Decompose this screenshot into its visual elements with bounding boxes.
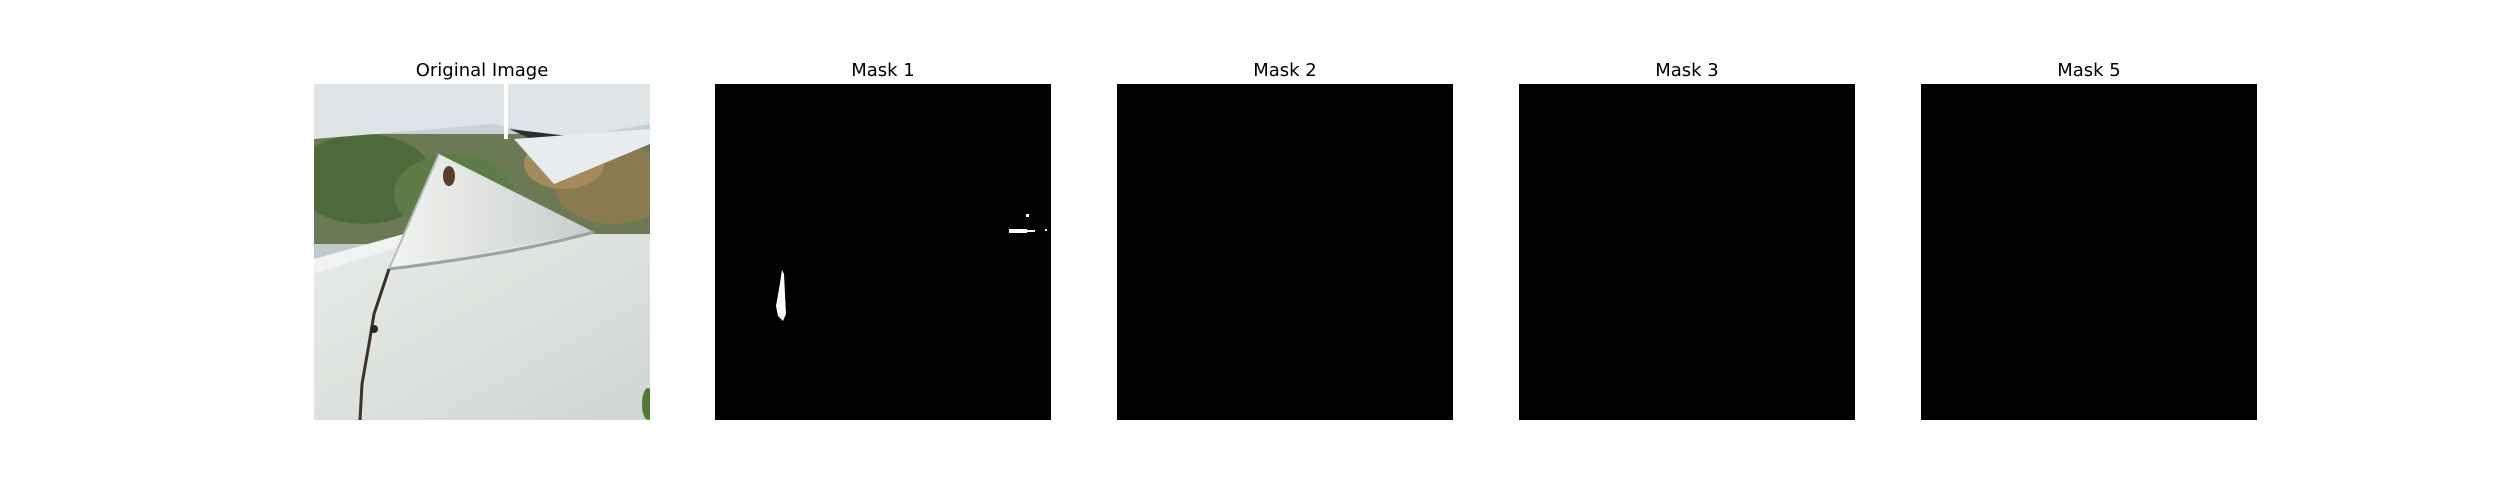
panel-original-image: Original Image	[314, 0, 650, 500]
panel-title: Mask 3	[1655, 60, 1719, 81]
panel-mask-5: Mask 5	[1921, 0, 2257, 500]
mask-1-image	[715, 84, 1051, 420]
original-image	[314, 84, 650, 420]
panel-title: Mask 5	[2057, 60, 2121, 81]
panel-title: Mask 1	[851, 60, 915, 81]
mask-region	[1027, 230, 1035, 232]
mask-1-drawing	[715, 84, 1051, 420]
panel-mask-3: Mask 3	[1519, 0, 1855, 500]
mask-region	[1026, 214, 1029, 217]
mask-region	[776, 270, 786, 321]
panel-title: Mask 2	[1253, 60, 1317, 81]
panel-mask-2: Mask 2	[1117, 0, 1453, 500]
panel-mask-1: Mask 1	[715, 0, 1051, 500]
mask-2-image	[1117, 84, 1453, 420]
mask-region	[1009, 229, 1027, 233]
original-image-drawing	[314, 84, 650, 420]
mask-region	[1045, 229, 1047, 231]
panel-title: Original Image	[415, 60, 549, 81]
mask-3-image	[1519, 84, 1855, 420]
mask-5-image	[1921, 84, 2257, 420]
